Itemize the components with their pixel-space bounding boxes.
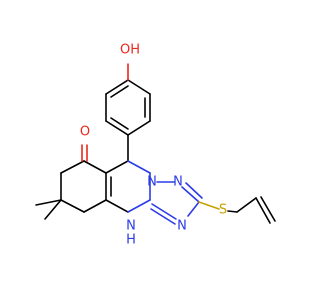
- bond: [255, 197, 271, 224]
- bond: [151, 203, 177, 220]
- bond: [127, 79, 151, 95]
- bond: [227, 210, 238, 213]
- bond: [198, 201, 220, 210]
- bond: [150, 208, 176, 225]
- bond: [60, 160, 85, 174]
- bridge-nitrogen-label: N: [147, 175, 157, 190]
- bond: [105, 120, 129, 136]
- bond: [185, 182, 203, 199]
- bond-group: [35, 63, 276, 225]
- bond: [105, 160, 129, 174]
- bond: [181, 186, 200, 203]
- nh-hydrogen-label: H: [126, 233, 136, 248]
- sulfur-label: S: [219, 203, 227, 218]
- molecule-structure: OH O N N N N H S: [35, 43, 276, 248]
- bond: [105, 199, 129, 213]
- bond: [60, 199, 85, 213]
- bond: [110, 85, 129, 98]
- bond: [105, 79, 129, 95]
- bond: [127, 120, 151, 136]
- bond: [44, 199, 62, 220]
- bond: [187, 201, 200, 217]
- ketone-oxygen-label: O: [80, 125, 90, 140]
- bond: [110, 117, 129, 130]
- bond: [127, 199, 151, 213]
- bond: [83, 199, 107, 213]
- nh-nitrogen-label: N: [126, 219, 136, 234]
- bond: [127, 160, 151, 174]
- bond: [260, 196, 276, 222]
- bond: [83, 160, 107, 174]
- hydroxyl-label: OH: [120, 43, 140, 58]
- triazole-lower-nitrogen-label: N: [177, 219, 187, 234]
- bond: [35, 199, 62, 206]
- bond: [236, 197, 257, 213]
- triazole-upper-nitrogen-label: N: [173, 175, 183, 190]
